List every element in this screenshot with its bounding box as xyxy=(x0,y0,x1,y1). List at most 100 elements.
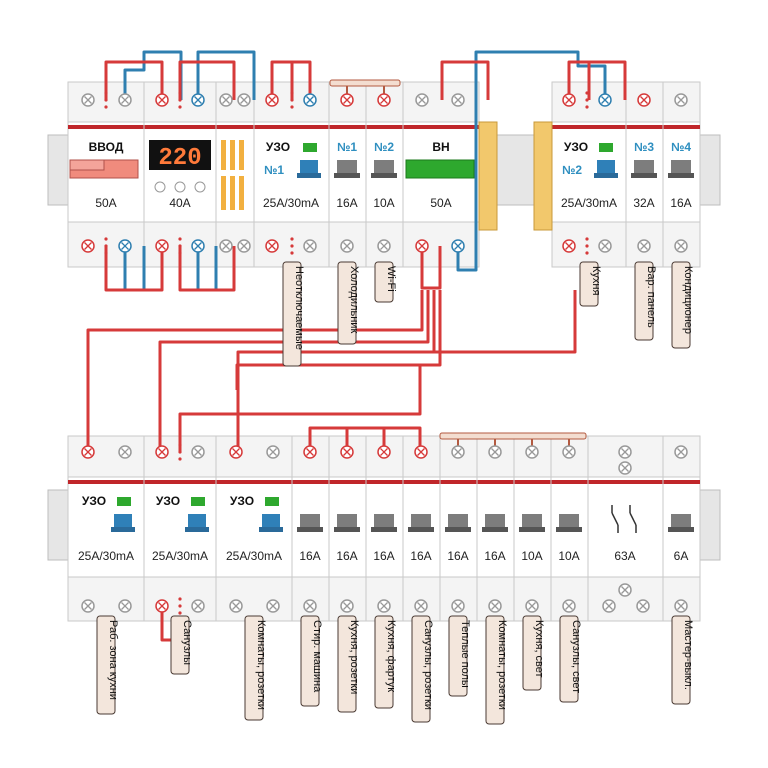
terminal-screw-icon[interactable] xyxy=(674,93,688,107)
terminal-screw-icon[interactable] xyxy=(637,239,651,253)
test-button[interactable] xyxy=(114,514,132,530)
voltage-display xyxy=(149,140,211,170)
terminal-screw-icon[interactable] xyxy=(155,239,169,253)
breaker-toggle[interactable] xyxy=(634,160,654,176)
terminal-screw-icon[interactable] xyxy=(303,599,317,613)
breaker-toggle[interactable] xyxy=(482,514,508,532)
terminal-screw-icon[interactable] xyxy=(562,599,576,613)
terminal-screw-icon[interactable] xyxy=(674,599,688,613)
terminal-screw-icon[interactable] xyxy=(191,599,205,613)
terminal-screw-icon[interactable] xyxy=(340,93,354,107)
terminal-screw-icon[interactable] xyxy=(415,93,429,107)
svg-text:Санузлы, розетки: Санузлы, розетки xyxy=(422,620,434,710)
terminal-screw-icon[interactable] xyxy=(191,445,205,459)
terminal-screw-icon[interactable] xyxy=(618,445,632,459)
terminal-screw-icon[interactable] xyxy=(415,239,429,253)
breaker-toggle[interactable] xyxy=(408,514,434,532)
terminal-screw-icon[interactable] xyxy=(674,239,688,253)
test-button[interactable] xyxy=(262,514,280,530)
breaker-toggle[interactable] xyxy=(374,160,394,176)
terminal-screw-icon[interactable] xyxy=(265,239,279,253)
terminal-screw-icon[interactable] xyxy=(191,239,205,253)
terminal-screw-icon[interactable] xyxy=(303,93,317,107)
test-button[interactable] xyxy=(597,160,615,176)
module-rating: 63A xyxy=(614,549,635,563)
breaker-toggle[interactable] xyxy=(371,514,397,532)
terminal-screw-icon[interactable] xyxy=(562,93,576,107)
terminal-screw-icon[interactable] xyxy=(525,599,539,613)
breaker-toggle[interactable] xyxy=(519,514,545,532)
breaker-toggle[interactable] xyxy=(337,160,357,176)
terminal-screw-icon[interactable] xyxy=(377,445,391,459)
terminal-screw-icon[interactable] xyxy=(636,599,650,613)
svg-text:Wi-Fi: Wi-Fi xyxy=(385,266,397,292)
terminal-screw-icon[interactable] xyxy=(229,445,243,459)
adjust-screw-icon[interactable] xyxy=(154,181,166,193)
terminal-screw-icon[interactable] xyxy=(237,93,251,107)
terminal-screw-icon[interactable] xyxy=(598,239,612,253)
switch-toggle[interactable] xyxy=(405,159,475,179)
terminal-screw-icon[interactable] xyxy=(598,93,612,107)
adjust-screw-icon[interactable] xyxy=(174,181,186,193)
terminal-screw-icon[interactable] xyxy=(118,445,132,459)
terminal-screw-icon[interactable] xyxy=(229,599,243,613)
terminal-screw-icon[interactable] xyxy=(602,599,616,613)
terminal-screw-icon[interactable] xyxy=(340,239,354,253)
terminal-screw-icon[interactable] xyxy=(562,239,576,253)
label-kitchen-worktop: Раб. зона кухни xyxy=(96,615,119,715)
terminal-screw-icon[interactable] xyxy=(377,239,391,253)
terminal-screw-icon[interactable] xyxy=(618,461,632,475)
breaker-toggle[interactable] xyxy=(556,514,582,532)
terminal-screw-icon[interactable] xyxy=(118,239,132,253)
adjust-screw-icon[interactable] xyxy=(194,181,206,193)
breaker-toggle[interactable] xyxy=(668,514,694,532)
breaker-toggle[interactable] xyxy=(671,160,691,176)
terminal-screw-icon[interactable] xyxy=(377,599,391,613)
phase-marker-dot xyxy=(178,91,182,95)
phase-marker-dot xyxy=(178,105,182,109)
terminal-screw-icon[interactable] xyxy=(414,599,428,613)
breaker-toggle[interactable] xyxy=(297,514,323,532)
breaker-toggle[interactable] xyxy=(445,514,471,532)
terminal-screw-icon[interactable] xyxy=(525,445,539,459)
terminal-screw-icon[interactable] xyxy=(219,93,233,107)
terminal-screw-icon[interactable] xyxy=(340,599,354,613)
terminal-screw-icon[interactable] xyxy=(451,93,465,107)
terminal-screw-icon[interactable] xyxy=(377,93,391,107)
terminal-screw-icon[interactable] xyxy=(340,445,354,459)
terminal-screw-icon[interactable] xyxy=(618,583,632,597)
terminal-screw-icon[interactable] xyxy=(237,239,251,253)
terminal-screw-icon[interactable] xyxy=(155,93,169,107)
test-button[interactable] xyxy=(188,514,206,530)
terminal-screw-icon[interactable] xyxy=(118,599,132,613)
terminal-screw-icon[interactable] xyxy=(562,445,576,459)
terminal-screw-icon[interactable] xyxy=(81,239,95,253)
terminal-screw-icon[interactable] xyxy=(451,239,465,253)
breaker-toggle[interactable] xyxy=(334,514,360,532)
module-number: №4 xyxy=(671,140,691,154)
terminal-screw-icon[interactable] xyxy=(451,445,465,459)
terminal-screw-icon[interactable] xyxy=(488,445,502,459)
terminal-screw-icon[interactable] xyxy=(265,93,279,107)
terminal-screw-icon[interactable] xyxy=(637,93,651,107)
terminal-screw-icon[interactable] xyxy=(674,445,688,459)
terminal-screw-icon[interactable] xyxy=(81,599,95,613)
terminal-screw-icon[interactable] xyxy=(191,93,205,107)
terminal-screw-icon[interactable] xyxy=(155,599,169,613)
terminal-screw-icon[interactable] xyxy=(155,445,169,459)
terminal-screw-icon[interactable] xyxy=(219,239,233,253)
phase-marker-dot xyxy=(178,450,182,454)
terminal-screw-icon[interactable] xyxy=(303,239,317,253)
terminal-screw-icon[interactable] xyxy=(266,445,280,459)
terminal-screw-icon[interactable] xyxy=(81,93,95,107)
terminal-screw-icon[interactable] xyxy=(451,599,465,613)
test-button[interactable] xyxy=(300,160,318,176)
terminal-screw-icon[interactable] xyxy=(118,93,132,107)
terminal-screw-icon[interactable] xyxy=(303,445,317,459)
module-rating: 10A xyxy=(558,549,579,563)
terminal-screw-icon[interactable] xyxy=(266,599,280,613)
module-rating: 16A xyxy=(670,196,691,210)
terminal-screw-icon[interactable] xyxy=(488,599,502,613)
terminal-screw-icon[interactable] xyxy=(81,445,95,459)
terminal-screw-icon[interactable] xyxy=(414,445,428,459)
